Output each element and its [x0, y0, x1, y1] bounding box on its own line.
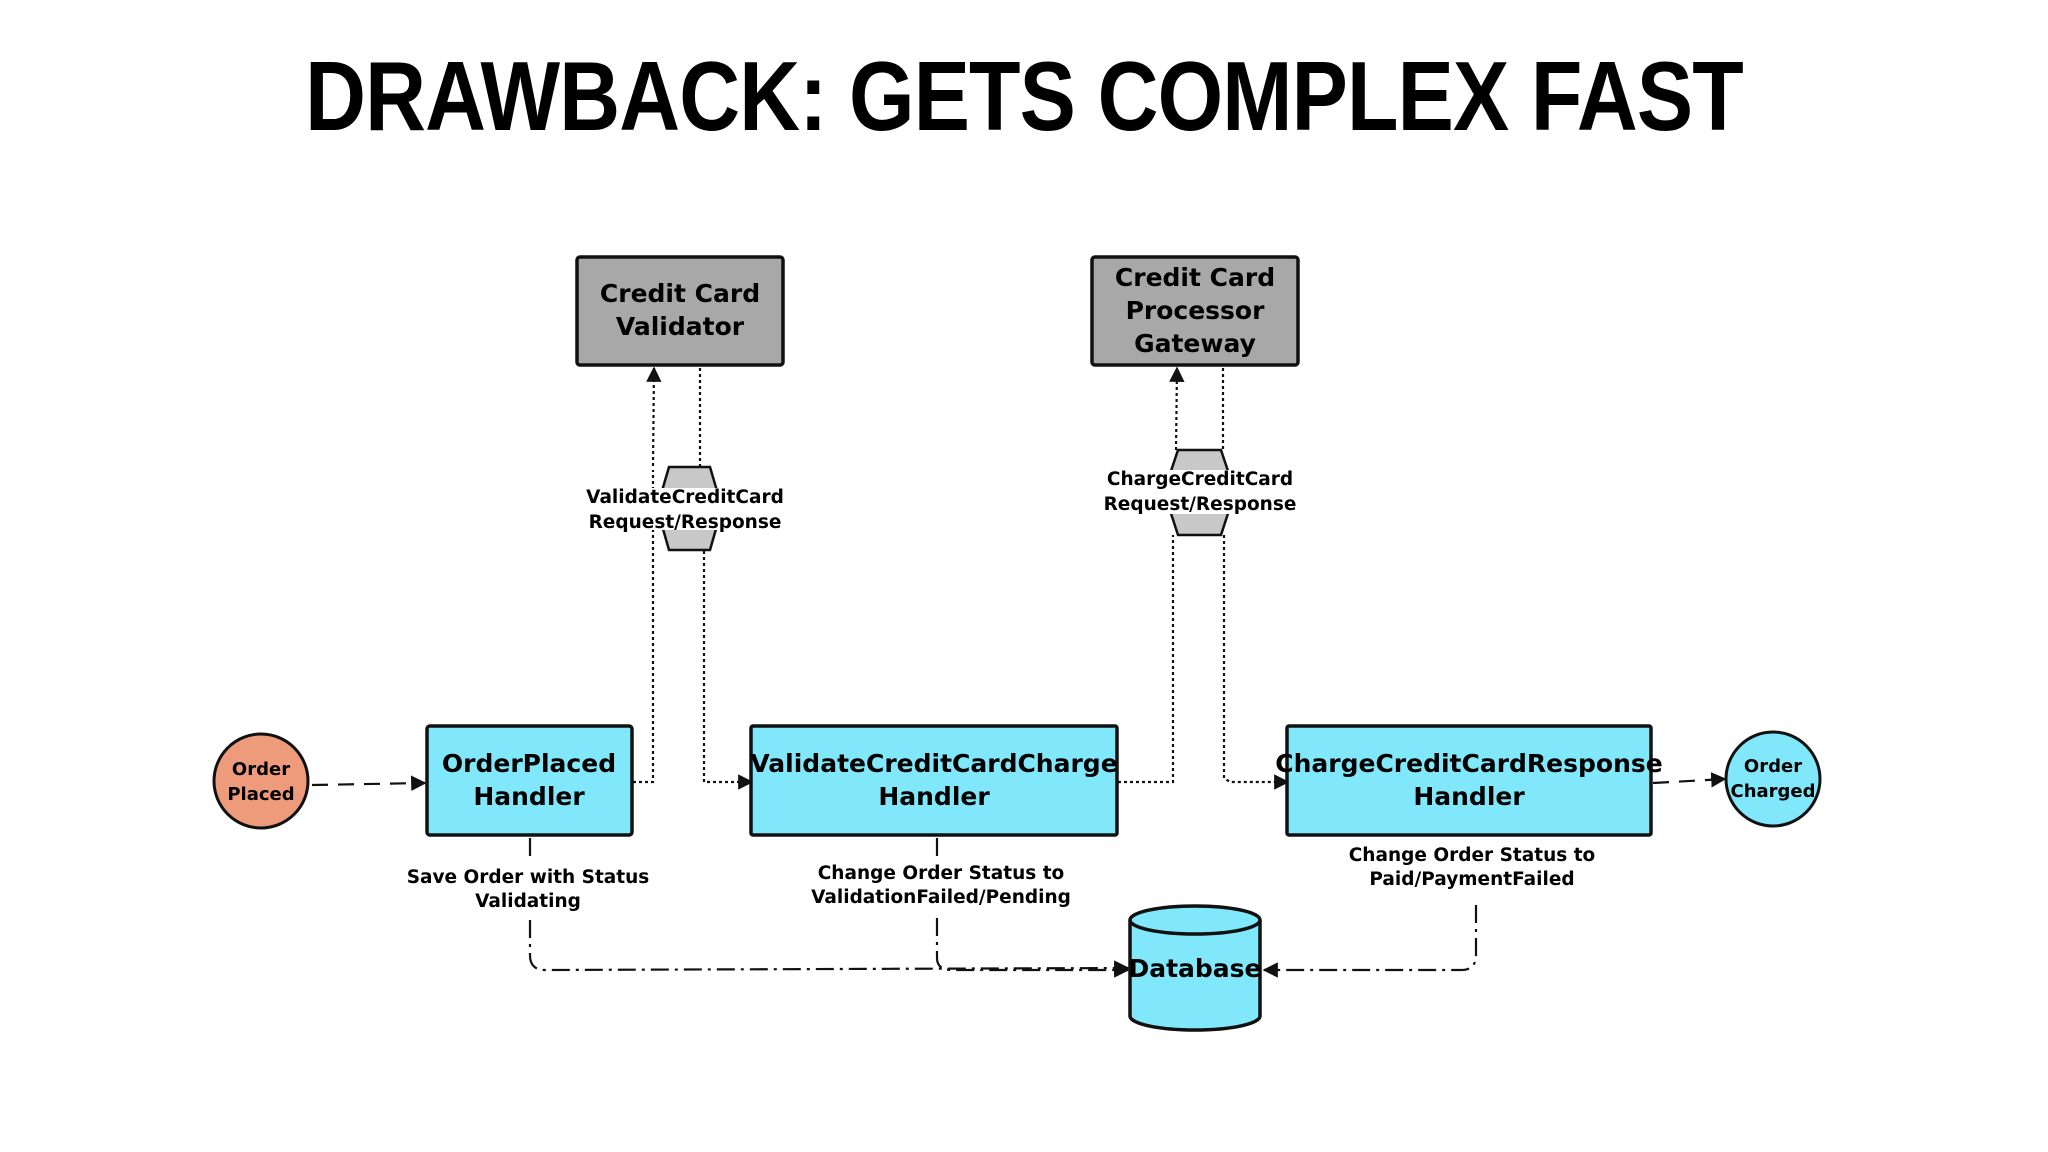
validator-line1: Credit Card — [600, 279, 760, 308]
edge-label-change1-line1: Change Order Status to — [818, 863, 1065, 884]
queue-charge: ChargeCreditCard Request/Response — [1104, 448, 1297, 537]
edge-validator-to-validate-handler — [698, 368, 752, 782]
edge-label-change2-line2: Paid/PaymentFailed — [1369, 869, 1574, 890]
edge-validate-handler-to-database — [935, 838, 1128, 970]
order-placed-handler-line2: Handler — [473, 782, 585, 811]
order-placed-handler-line1: OrderPlaced — [442, 749, 616, 778]
slide-title: DRAWBACK: GETS COMPLEX FAST — [305, 41, 1744, 151]
gateway-line2: Processor — [1126, 296, 1266, 325]
edge-label-save-line2: Validating — [475, 891, 581, 912]
validate-credit-card-charge-handler: ValidateCreditCardCharge Handler — [749, 724, 1119, 837]
queue-charge-line1: ChargeCreditCard — [1107, 469, 1293, 490]
validate-handler-line1: ValidateCreditCardCharge — [750, 749, 1117, 778]
edge-label-save: Save Order with Status Validating — [407, 862, 650, 916]
queue-validate-line2: Request/Response — [589, 512, 782, 533]
gateway-line3: Gateway — [1134, 329, 1256, 358]
edge-charge-handler-to-database — [1262, 905, 1478, 978]
charge-handler-line2: Handler — [1413, 782, 1525, 811]
queue-validate: ValidateCreditCard Request/Response — [586, 465, 784, 552]
edge-label-save-line1: Save Order with Status — [407, 867, 650, 888]
order-placed-line1: Order — [232, 759, 290, 780]
edge-label-change1-line2: ValidationFailed/Pending — [811, 887, 1071, 908]
queue-validate-line1: ValidateCreditCard — [586, 487, 784, 508]
order-charged-event: Order Charged — [1724, 730, 1822, 828]
gateway-line1: Credit Card — [1115, 263, 1275, 292]
credit-card-validator: Credit Card Validator — [575, 255, 785, 367]
edge-label-change2-line1: Change Order Status to — [1349, 845, 1596, 866]
validate-handler-line2: Handler — [878, 782, 990, 811]
order-placed-handler: OrderPlaced Handler — [425, 724, 634, 837]
validator-line2: Validator — [616, 312, 745, 341]
charge-credit-card-response-handler: ChargeCreditCardResponse Handler — [1275, 724, 1663, 837]
edge-handler-to-validator — [633, 368, 654, 784]
edge-order-placed-to-handler — [311, 775, 427, 791]
order-charged-line1: Order — [1744, 756, 1802, 777]
edge-label-change-validation: Change Order Status to ValidationFailed/… — [811, 858, 1071, 914]
credit-card-processor-gateway: Credit Card Processor Gateway — [1090, 255, 1300, 367]
order-placed-event: Order Placed — [212, 732, 310, 830]
database-label: Database — [1128, 954, 1261, 983]
database-cylinder: Database — [1128, 904, 1262, 1032]
edge-gateway-to-charge-handler — [1221, 368, 1288, 782]
charge-handler-line1: ChargeCreditCardResponse — [1275, 749, 1662, 778]
edge-handler-to-database — [528, 838, 1128, 970]
edge-label-change-payment: Change Order Status to Paid/PaymentFaile… — [1349, 840, 1596, 896]
queue-charge-line2: Request/Response — [1104, 494, 1297, 515]
order-charged-line2: Charged — [1730, 781, 1815, 802]
edge-validate-handler-to-gateway — [1118, 368, 1177, 784]
edge-charge-handler-to-order-charged — [1652, 772, 1727, 788]
order-placed-line2: Placed — [227, 784, 294, 805]
